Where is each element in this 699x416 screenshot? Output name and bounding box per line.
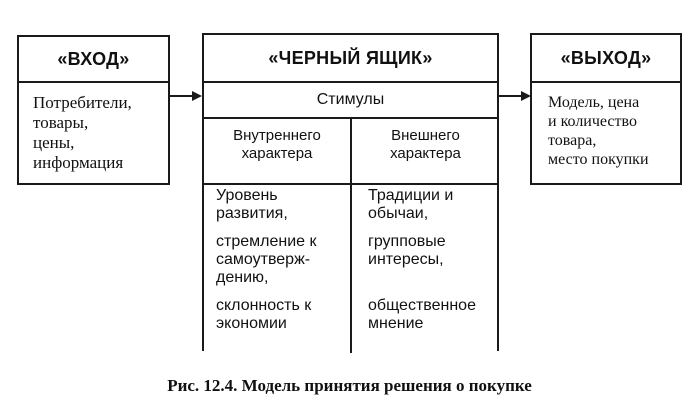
external-header: Внешнего характера xyxy=(390,127,461,162)
input-title: «ВХОД» xyxy=(19,37,168,83)
internal-item-3: склонность к экономии xyxy=(216,297,312,332)
input-box: «ВХОД» Потребители, товары, цены, информ… xyxy=(17,35,170,185)
internal-item-1: Уровень развития, xyxy=(216,187,288,222)
blackbox: «ЧЕРНЫЙ ЯЩИК» Стимулы Внутреннего характ… xyxy=(202,33,499,353)
arrow-blackbox-to-output xyxy=(499,91,531,101)
blackbox-title: «ЧЕРНЫЙ ЯЩИК» xyxy=(204,35,497,83)
external-item-2: групповые интересы, xyxy=(368,233,446,268)
external-item-1: Традиции и обычаи, xyxy=(368,187,454,222)
internal-header: Внутреннего характера xyxy=(233,127,321,162)
stimuli-row: Стимулы xyxy=(204,83,497,119)
stimuli-label: Стимулы xyxy=(316,91,385,108)
arrow-input-to-blackbox xyxy=(170,91,202,101)
output-title: «ВЫХОД» xyxy=(532,35,680,83)
column-divider xyxy=(350,119,352,353)
output-text: Модель, цена и количество товара, место … xyxy=(548,94,649,168)
input-text: Потребители, товары, цены, информация xyxy=(33,93,132,172)
internal-item-2: стремление к самоутверж- дению, xyxy=(216,233,317,286)
external-item-3: общественное мнение xyxy=(368,297,476,332)
figure-caption: Рис. 12.4. Модель принятия решения о пок… xyxy=(167,376,532,395)
output-box: «ВЫХОД» Модель, цена и количество товара… xyxy=(530,33,682,185)
